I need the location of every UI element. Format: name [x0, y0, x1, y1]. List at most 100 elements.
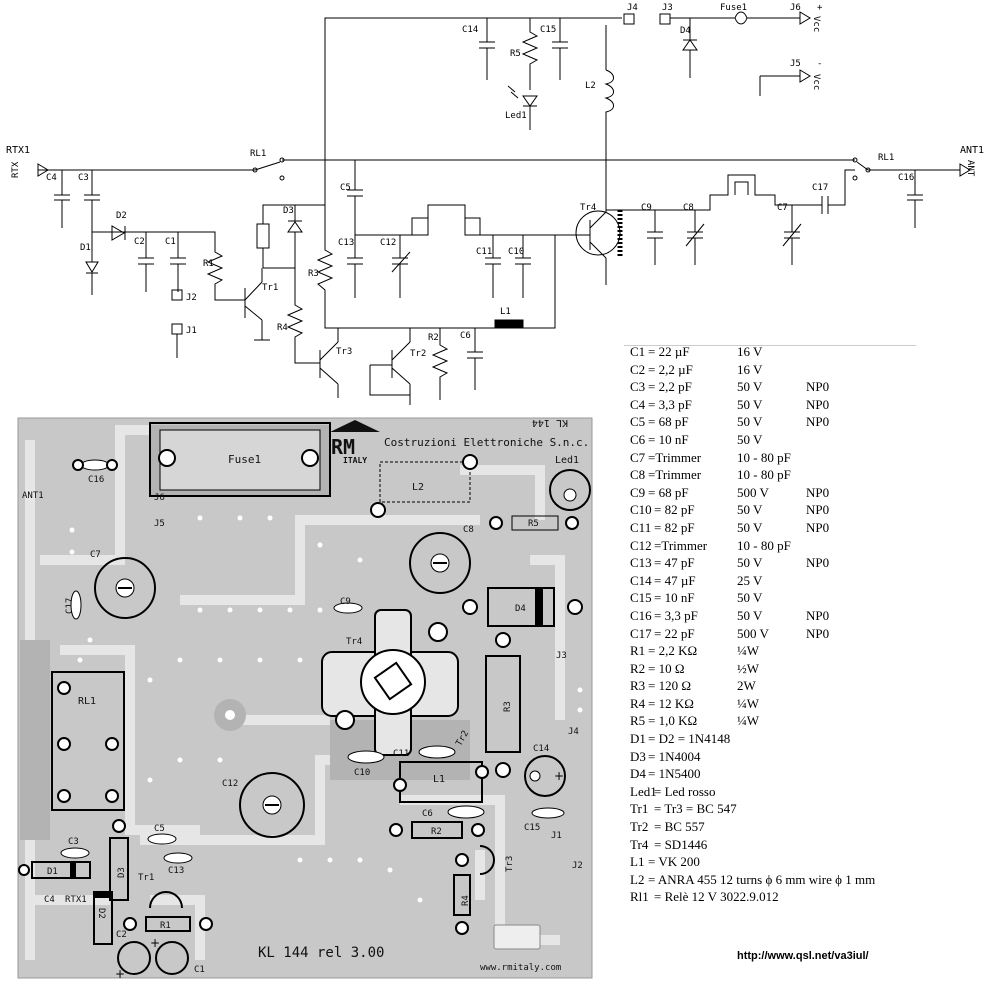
l1-label: L1: [500, 307, 511, 317]
bom-value: = 82 pF: [654, 502, 695, 518]
d3-diode: [262, 204, 325, 268]
l2-label: L2: [585, 81, 596, 91]
pcb-c5-label: C5: [154, 824, 165, 834]
pcb-c6: [447, 805, 485, 819]
ant1-side-label: ANT: [965, 160, 975, 177]
bom-divider: [624, 345, 916, 346]
pcb-board-title: KL 144 rel 3.00: [258, 945, 384, 961]
c11-capacitor: [485, 235, 501, 298]
bom-voltage: ¼W: [737, 695, 760, 711]
bom-type: NP0: [806, 379, 830, 395]
bom-value: = 3,3 pF: [648, 396, 692, 412]
tr3-transistor: [319, 328, 339, 398]
pcb-c3: [60, 847, 90, 859]
pcb-rl1-label: RL1: [78, 696, 96, 707]
footer-url[interactable]: http://www.qsl.net/va3iul/: [737, 950, 869, 962]
rl1-coil: [256, 210, 295, 269]
j6-plus-label: +: [817, 3, 823, 13]
l1-inductor: [494, 235, 556, 329]
bom-voltage: 50 V: [737, 396, 763, 412]
j3-label: J3: [662, 3, 673, 13]
tr2-label: Tr2: [410, 349, 426, 359]
pcb-tr1-label: Tr1: [138, 873, 154, 883]
l2-inductor: [604, 69, 614, 120]
pcb-model-corner: KL 144: [532, 417, 568, 428]
c7-label: C7: [777, 203, 788, 213]
bom-ref: L2: [630, 871, 645, 887]
bom-voltage: 16 V: [737, 361, 763, 377]
bom-value: = Led rosso: [654, 783, 716, 799]
bom-ref: C2: [630, 361, 646, 377]
bom-row: Tr1= Tr3 = BC 547: [630, 800, 980, 818]
pcb-c11: [418, 745, 456, 759]
c7-trimmer: [782, 205, 802, 265]
d1-label: D1: [80, 243, 91, 253]
r3-label: R3: [308, 269, 319, 279]
j2-pad: [171, 289, 183, 301]
c17-label: C17: [812, 183, 828, 193]
bom-value: = 12 KΩ: [648, 695, 694, 711]
pcb-r1: [123, 916, 213, 932]
pcb-d1: [18, 861, 91, 879]
pcb-tr4: [321, 609, 459, 756]
bom-row: L1= VK 200: [630, 853, 980, 871]
pcb-c2-label: C2: [116, 930, 127, 940]
r4-label: R4: [277, 323, 288, 333]
c9-capacitor: [647, 210, 663, 265]
bom-value: = 1N4004: [648, 748, 701, 764]
schematic-wire-d: [91, 212, 216, 245]
bom-voltage: 50 V: [737, 555, 763, 571]
rl1-right-switch: [852, 157, 871, 181]
c6-capacitor: [467, 328, 483, 390]
bom-type: NP0: [806, 607, 830, 623]
stripline-1: [411, 217, 481, 235]
c5-label: C5: [340, 183, 351, 193]
pcb-d2-label: D2: [96, 908, 106, 919]
pcb-c1: +: [150, 936, 189, 975]
bom-value: = 1N5400: [648, 766, 701, 782]
bom-ref: C5: [630, 414, 646, 430]
pcb-tr1: [149, 891, 183, 909]
j5-connector-icon: [759, 69, 811, 96]
pcb-fuse1: [149, 422, 331, 497]
led1-led: [507, 85, 538, 130]
j6-label: J6: [790, 3, 801, 13]
bom-value: = 2,2 µF: [648, 361, 693, 377]
pcb-d4: [462, 587, 583, 627]
pcb-c3-label: C3: [68, 837, 79, 847]
bom-value: = VK 200: [648, 854, 700, 870]
bom-ref: Led1: [630, 783, 657, 799]
c2-label: C2: [134, 237, 145, 247]
bom-ref: C9: [630, 484, 646, 500]
pcb-brand-logo: RM: [331, 435, 355, 459]
pcb-c12-trimmer: [239, 772, 305, 838]
pcb-rl1: [51, 671, 125, 811]
tr4-transistor: [575, 160, 623, 285]
rtx1-connector-icon: [37, 163, 49, 177]
pcb-brand-logo-sub: ITALY: [343, 456, 367, 465]
c16-capacitor: [907, 170, 923, 228]
c4-capacitor: [54, 170, 70, 228]
fuse1-label: Fuse1: [720, 3, 747, 13]
pcb-d4-label: D4: [515, 604, 526, 614]
rl1-left-switch: [252, 157, 285, 181]
j3-pad: [659, 13, 671, 25]
c11-label: C11: [476, 247, 492, 257]
bom-voltage: 10 - 80 pF: [737, 537, 791, 553]
j6-connector-icon: [799, 11, 811, 25]
pcb-c9: [333, 602, 363, 614]
pcb-c7-label: C7: [90, 550, 101, 560]
bom-ref: R2: [630, 660, 646, 676]
pcb-j1-label: J1: [551, 831, 562, 841]
d3-label: D3: [283, 206, 294, 216]
bom-ref: D3: [630, 748, 646, 764]
d4-diode: [682, 18, 698, 78]
